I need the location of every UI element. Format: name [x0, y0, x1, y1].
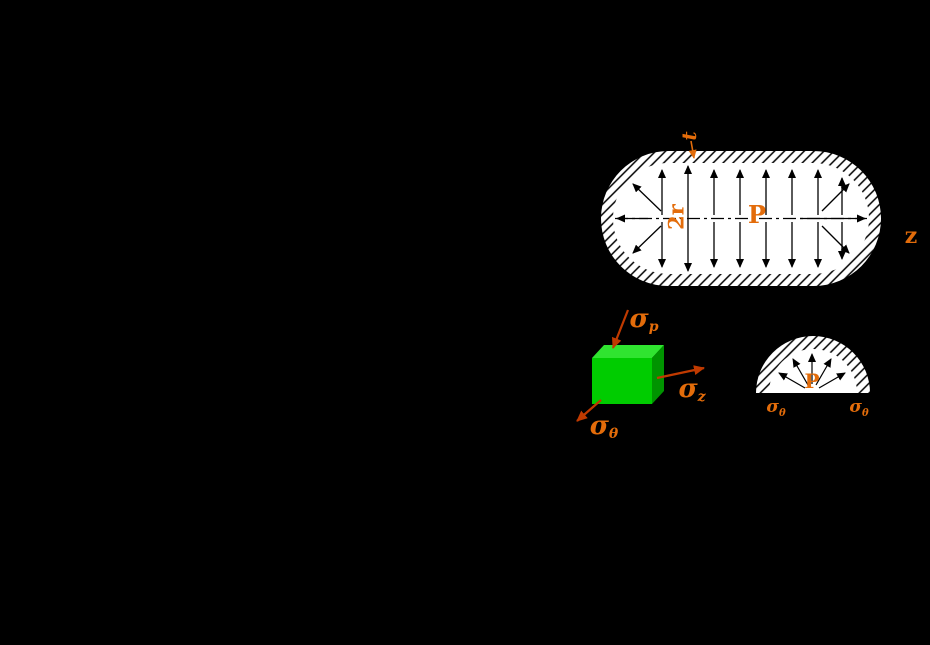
thickness-label: t: [677, 131, 701, 141]
axis-label: z: [904, 223, 918, 249]
sigma-symbol: σ: [678, 373, 698, 404]
sigma-z-subscript: z: [697, 389, 706, 406]
pressure-vessel-section: [601, 140, 881, 286]
sigma-z-label: σz: [678, 376, 705, 404]
thickness-leader-arrow: [688, 140, 697, 159]
cube-front-face: [592, 358, 652, 404]
internal-pressure-arrows: [616, 169, 866, 268]
sigma-p-arrow: [611, 309, 630, 349]
sigma-theta-label: σθ: [590, 413, 619, 441]
dome-interior: [769, 349, 857, 393]
sigma-theta-subscript: θ: [861, 408, 869, 420]
dome-pressure-label: P: [804, 369, 820, 393]
sigma-symbol: σ: [849, 396, 862, 417]
sigma-p-label: σp: [630, 306, 659, 334]
diameter-label: 2r: [663, 204, 689, 230]
dome-pressure-arrows: [778, 353, 846, 389]
sigma-theta-subscript: θ: [778, 408, 786, 420]
cube-right-face: [652, 345, 664, 404]
sigma-theta-subscript: θ: [608, 426, 619, 443]
sigma-symbol: σ: [629, 303, 649, 334]
sigma-p-subscript: p: [648, 319, 659, 336]
stress-element-cube: [592, 345, 664, 404]
cube-top-face: [592, 345, 664, 358]
sigma-theta-arrow: [576, 399, 602, 422]
sigma-symbol: σ: [766, 396, 779, 417]
dome-sigma-theta-right: σθ: [849, 396, 869, 420]
dome-sigma-theta-left: σθ: [766, 396, 786, 420]
sigma-z-arrow: [656, 365, 705, 380]
cross-section-half: [756, 336, 870, 393]
sigma-symbol: σ: [589, 410, 609, 441]
vessel-pressure-label: P: [747, 200, 767, 229]
stress-arrows: [576, 309, 705, 422]
